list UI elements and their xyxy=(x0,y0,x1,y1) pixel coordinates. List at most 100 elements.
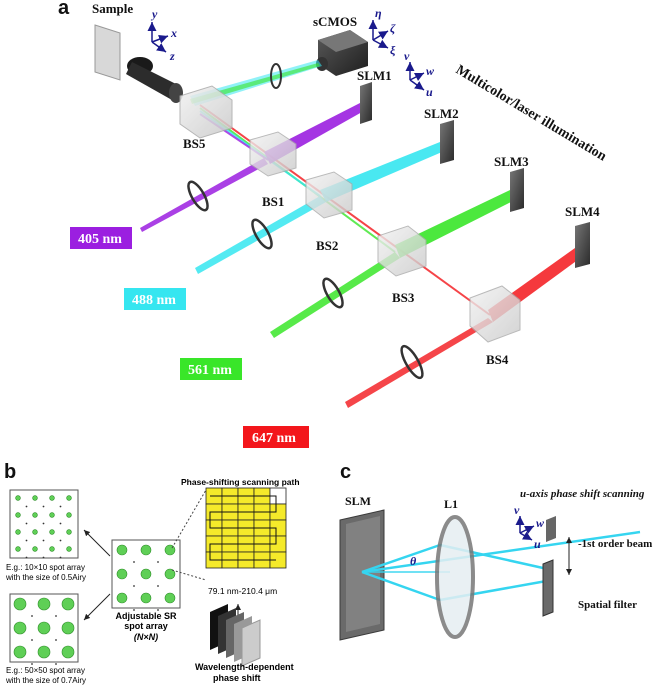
arrow-to-example1 xyxy=(83,529,111,557)
spot xyxy=(116,544,128,556)
spot xyxy=(32,546,38,552)
spot-dot xyxy=(157,585,159,587)
spot xyxy=(61,645,75,659)
spot xyxy=(32,495,38,501)
spot-dot xyxy=(42,505,45,508)
c-axis-v: v xyxy=(514,503,520,517)
spot xyxy=(164,568,176,580)
slm-label-c: SLM xyxy=(345,494,371,508)
scmos-label: sCMOS xyxy=(313,14,357,29)
lens-l1-label: L1 xyxy=(444,497,458,511)
tag-488 xyxy=(124,288,186,310)
axis-u: u xyxy=(426,85,433,99)
center-label-1: Adjustable SR xyxy=(115,611,177,621)
green-input-beam xyxy=(270,252,400,338)
bs2-label: BS2 xyxy=(316,238,338,253)
lens-405 xyxy=(187,180,209,212)
panel-b-label: b xyxy=(4,461,16,483)
bs4-cube xyxy=(469,285,521,343)
spot-dot xyxy=(25,505,28,508)
bs2-cube xyxy=(305,171,353,219)
tube-lens xyxy=(270,63,282,89)
spot xyxy=(66,512,72,518)
spot-dot xyxy=(25,522,28,525)
spot xyxy=(49,529,55,535)
spot xyxy=(66,529,72,535)
beam-minus-first-order xyxy=(361,530,641,574)
zoom-line-top xyxy=(171,489,207,549)
beam-text: -1st order beam xyxy=(578,538,652,550)
c-axis-u: u xyxy=(534,537,541,551)
spot xyxy=(13,621,27,635)
spot xyxy=(37,621,51,635)
spot xyxy=(49,546,55,552)
filter-text: Spatial filter xyxy=(578,599,637,611)
scmos-axes: η ζ ξ xyxy=(368,6,396,57)
beam-lower-in xyxy=(361,570,441,602)
lens-561 xyxy=(322,277,344,309)
spot xyxy=(140,592,152,604)
sample-label: Sample xyxy=(92,1,133,16)
spot xyxy=(140,544,152,556)
axis-x: x xyxy=(170,26,177,40)
spot xyxy=(61,597,75,611)
spot xyxy=(37,645,51,659)
spot-dot xyxy=(42,539,45,542)
example1-line2: with the size of 0.5Airy xyxy=(5,573,86,582)
cyan-input-beam xyxy=(195,196,326,274)
bs3-cube xyxy=(377,225,427,277)
center-label-2: spot array xyxy=(124,621,168,631)
slm2-label: SLM2 xyxy=(424,106,459,121)
slm1-label: SLM1 xyxy=(357,68,392,83)
scan-text: u-axis phase shift scanning xyxy=(520,488,645,500)
center-spot-grid xyxy=(116,544,176,611)
spot xyxy=(66,546,72,552)
spot xyxy=(32,512,38,518)
scmos-camera xyxy=(316,30,368,76)
lens-l1 xyxy=(435,515,475,639)
axis-y: y xyxy=(150,7,158,21)
spot-dot xyxy=(55,663,57,665)
sample-slide xyxy=(94,24,121,81)
zoom-line-bottom xyxy=(171,569,207,581)
tag-647-text: 647 nm xyxy=(252,431,296,446)
spot xyxy=(15,529,21,535)
panel-c-label: c xyxy=(340,461,351,483)
axis-xi: ξ xyxy=(390,43,396,57)
spot-dot xyxy=(59,539,62,542)
spot-dot xyxy=(59,522,62,525)
phase-line1: Wavelength-dependent xyxy=(195,662,294,672)
objective-lens xyxy=(126,57,183,103)
spot-dot xyxy=(25,556,28,559)
spot xyxy=(32,529,38,535)
spot xyxy=(13,597,27,611)
bs1-cube xyxy=(249,131,297,177)
spot xyxy=(15,495,21,501)
example2-line2: with the size of 0.7Airy xyxy=(5,676,86,685)
spatial-filter xyxy=(542,559,554,617)
theta-label: θ xyxy=(410,554,417,568)
tag-488-text: 488 nm xyxy=(132,293,176,308)
bs1-label: BS1 xyxy=(262,194,284,209)
panel-c-axes: v w u xyxy=(514,503,545,551)
axis-zeta: ζ xyxy=(390,21,396,35)
example2-line1: E.g.: 50×50 spot array xyxy=(6,666,85,675)
slm1 xyxy=(360,82,372,124)
scan-title: Phase-shifting scanning path xyxy=(181,477,300,487)
arrow-to-example2 xyxy=(83,593,111,621)
sample-axes: y x z xyxy=(147,7,177,63)
phase-plates xyxy=(210,604,261,667)
spot xyxy=(164,592,176,604)
example2-spot-grid xyxy=(13,597,75,665)
scan-grid xyxy=(205,487,287,569)
axis-v: v xyxy=(404,49,410,63)
tag-647 xyxy=(243,426,309,448)
spot xyxy=(49,512,55,518)
slm3 xyxy=(510,168,524,212)
spot xyxy=(37,597,51,611)
spot-dot xyxy=(25,539,28,542)
spot xyxy=(116,568,128,580)
phase-line2: phase shift xyxy=(213,673,261,683)
bs3-label: BS3 xyxy=(392,290,415,305)
